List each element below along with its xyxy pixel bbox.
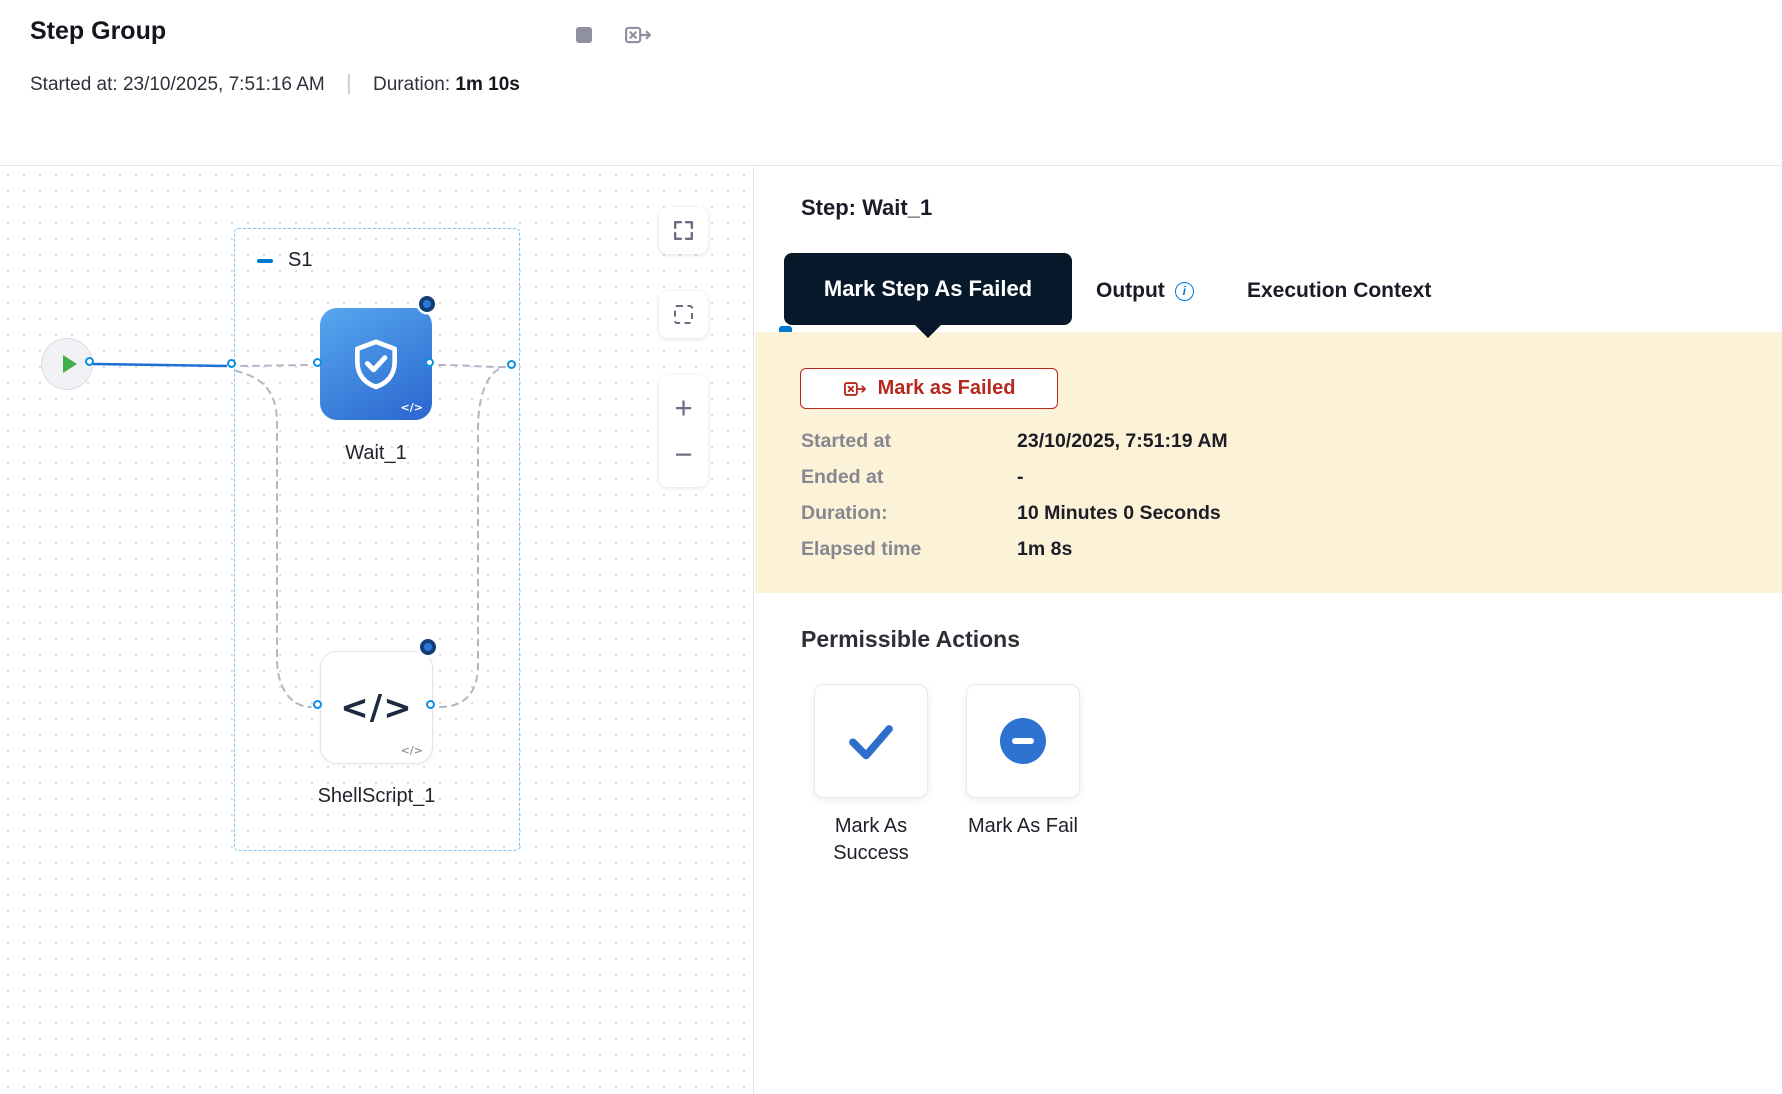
detail-label: Duration: xyxy=(801,502,888,524)
mark-as-fail-card[interactable] xyxy=(966,684,1080,798)
fullscreen-button[interactable] xyxy=(659,207,708,254)
mark-failed-icon[interactable] xyxy=(623,22,653,48)
minus-circle-icon xyxy=(1000,718,1046,764)
selection-mode-button[interactable] xyxy=(659,291,708,338)
mark-as-failed-button[interactable]: Mark as Failed xyxy=(800,368,1058,409)
step-group-label: S1 xyxy=(288,249,313,271)
mark-as-success-label: Mark As Success xyxy=(833,815,909,864)
stop-execution-icon[interactable] xyxy=(576,27,592,43)
selection-box-icon xyxy=(674,305,693,324)
code-mini-icon: </> xyxy=(400,401,423,414)
mark-as-failed-label: Mark as Failed xyxy=(877,377,1016,399)
code-mini-icon: </> xyxy=(400,744,423,757)
step-group-header[interactable]: S1 xyxy=(257,249,312,272)
mark-step-as-failed-tooltip: Mark Step As Failed xyxy=(784,253,1072,325)
checkmark-icon xyxy=(849,725,893,760)
detail-value: 1m 8s xyxy=(1017,538,1073,560)
code-icon: </> xyxy=(340,687,413,728)
detail-value: - xyxy=(1017,466,1024,488)
step-detail-rows: Started at 23/10/2025, 7:51:19 AM Ended … xyxy=(801,430,1228,561)
tab-execution-context[interactable]: Execution Context xyxy=(1247,279,1431,303)
step-details-panel: Step: Wait_1 Output i Execution Context … xyxy=(755,167,1782,1094)
group-out-port xyxy=(507,360,516,369)
shell-status-badge xyxy=(420,639,436,655)
start-out-port xyxy=(85,357,94,366)
mark-as-success-card[interactable] xyxy=(814,684,928,798)
header-bar: Step Group Started at: 23/10/2025, 7:51:… xyxy=(0,0,1782,166)
play-icon xyxy=(62,355,77,373)
detail-label: Elapsed time xyxy=(801,538,922,560)
wait-out-port xyxy=(425,358,434,367)
detail-value: 10 Minutes 0 Seconds xyxy=(1017,502,1221,524)
connector-lines xyxy=(92,362,506,708)
group-in-port xyxy=(227,359,236,368)
execution-meta: Started at: 23/10/2025, 7:51:16 AM | Dur… xyxy=(30,70,520,96)
tab-output-label: Output xyxy=(1096,279,1165,302)
started-at-value: 23/10/2025, 7:51:16 AM xyxy=(122,74,325,95)
node-wait-1[interactable]: </> xyxy=(320,308,432,420)
mark-as-fail-label: Mark As Fail xyxy=(967,815,1079,837)
shell-out-port xyxy=(426,700,435,709)
started-at-label: Started at: xyxy=(30,74,118,95)
shell-node-label: ShellScript_1 xyxy=(317,785,436,807)
tab-execution-context-label: Execution Context xyxy=(1247,279,1432,302)
wait-node-label: Wait_1 xyxy=(345,442,407,464)
collapse-icon[interactable] xyxy=(257,258,273,263)
duration-label: Duration: xyxy=(373,74,451,95)
fullscreen-icon xyxy=(673,220,694,241)
shell-in-port xyxy=(313,700,322,709)
duration-value: 1m 10s xyxy=(455,74,520,95)
detail-label: Started at xyxy=(801,430,891,452)
step-title: Step: Wait_1 xyxy=(801,195,933,220)
permissible-actions-title: Permissible Actions xyxy=(801,626,1021,652)
zoom-out-button[interactable]: − xyxy=(674,437,693,473)
active-tab-indicator xyxy=(779,326,792,332)
shield-check-icon xyxy=(355,339,397,390)
detail-label: Ended at xyxy=(801,466,884,488)
zoom-in-button[interactable]: + xyxy=(674,389,693,425)
wait-status-badge xyxy=(419,296,435,312)
tab-output[interactable]: Output i xyxy=(1096,279,1194,303)
mark-failed-icon xyxy=(843,378,867,400)
info-icon[interactable]: i xyxy=(1174,281,1194,301)
page-title: Step Group xyxy=(30,17,167,45)
detail-value: 23/10/2025, 7:51:19 AM xyxy=(1017,430,1228,452)
zoom-controls: + − xyxy=(659,375,708,487)
node-shellscript-1[interactable]: </> </> xyxy=(320,651,433,764)
step-group-container: S1 xyxy=(234,228,520,851)
wait-in-port xyxy=(313,358,322,367)
pipeline-canvas[interactable]: S1 </> Wait_1 </> </> ShellScript_1 xyxy=(0,167,754,1094)
meta-divider: | xyxy=(346,70,352,95)
